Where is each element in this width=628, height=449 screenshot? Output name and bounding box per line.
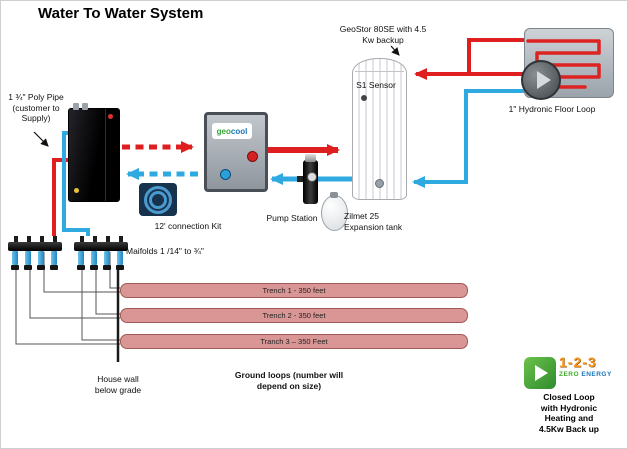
geocool-hot-port (247, 151, 258, 162)
manifold-stub (106, 236, 110, 243)
pump-station-device (297, 154, 325, 206)
heat-pump-indicator (74, 188, 79, 193)
heat-pump-fitting (73, 103, 79, 110)
manifold-bar (8, 242, 62, 251)
heat-pump-seam (105, 109, 106, 201)
trench-bar-3: Tranch 3 – 350 Feet (120, 334, 468, 349)
manifold-port (11, 251, 19, 270)
pump-impeller-triangle (536, 71, 551, 89)
heat-pump-led (108, 114, 113, 119)
trench-bar-2: Trench 2 - 350 feet (120, 308, 468, 323)
manifold-stub (119, 236, 123, 243)
manifold-port (37, 251, 45, 270)
logo-zero: ZERO (559, 371, 580, 378)
manifold-stub (93, 236, 97, 243)
trench-2-label: Trench 2 - 350 feet (262, 311, 326, 320)
trench-1-label: Trench 1 - 350 feet (262, 286, 326, 295)
manifold-stub (27, 236, 31, 243)
geocool-logo-geo: geo (216, 126, 231, 136)
connection-kit-image (139, 183, 177, 216)
manifold-port (77, 251, 85, 270)
logo-energy: ENERGY (581, 371, 612, 378)
expansion-tank-device (321, 192, 348, 231)
pump-station-body (303, 160, 318, 204)
manifold-port (116, 251, 124, 270)
manifold-2 (74, 236, 128, 272)
trench-bar-1: Trench 1 - 350 feet (120, 283, 468, 298)
logo-arrow-icon (535, 365, 548, 381)
polypipe-pointer-arrow (33, 131, 49, 147)
cold-pipe-heatpump-to-manifold (62, 131, 90, 236)
pump-station-label: Pump Station (266, 213, 318, 223)
manifold-stub (40, 236, 44, 243)
pipe-coil-icon (144, 185, 172, 214)
manifold-port (50, 251, 58, 270)
s1-sensor-label: S1 Sensor (356, 80, 396, 90)
manifold-port (90, 251, 98, 270)
ground-loop-line (95, 252, 120, 315)
heat-pump-fitting (82, 103, 88, 110)
ground-loops-label: Ground loops (number will depend on size… (234, 370, 344, 391)
logo-numbers: 1-2-3 (559, 354, 597, 370)
ground-loop-line (15, 252, 120, 345)
logo-subtitle: ZERO ENERGY (559, 371, 612, 378)
s1-sensor-dot (361, 95, 367, 101)
hot-pipe-serpentine-feed (467, 38, 530, 74)
manifold-stub (53, 236, 57, 243)
ground-loop-line (81, 252, 120, 341)
connection-kit-label: 12' connection Kit (154, 221, 222, 231)
expansion-tank-label: Zilmet 25 Expansion tank (344, 211, 403, 232)
water-tank (352, 58, 407, 200)
pump-station-dial (307, 172, 317, 182)
pump-station-cap (305, 154, 316, 162)
poly-pipe-label: 1 ¾" Poly Pipe (customer to Supply) (8, 92, 64, 124)
cold-pipe-floorloop-to-tank (412, 89, 524, 188)
geocool-cold-port (220, 169, 231, 180)
tank-valve (375, 179, 384, 188)
geocool-logo-cool: cool (230, 126, 248, 136)
house-wall-label: House wall below grade (94, 374, 142, 395)
manifold-stub (14, 236, 18, 243)
floor-loop-label: 1" Hydronic Floor Loop (508, 104, 596, 114)
geostor-label: GeoStor 80SE with 4.5 Kw backup (339, 24, 427, 45)
closed-loop-caption: Closed Loop with Hydronic Heating and 4.… (539, 392, 599, 434)
manifolds-label: Maifolds 1 /14" to ¾" (126, 246, 204, 256)
page-title: Water To Water System (38, 5, 204, 22)
manifold-port (103, 251, 111, 270)
circulator-pump-icon (521, 60, 561, 100)
trench-3-label: Tranch 3 – 350 Feet (260, 337, 328, 346)
manifold-1 (8, 236, 62, 272)
manifold-stub (80, 236, 84, 243)
geostor-pointer-arrow (390, 45, 400, 56)
expansion-tank-cap (330, 192, 338, 198)
ground-loop-line (29, 252, 120, 319)
ground-loop-line (109, 252, 120, 289)
zero-energy-logo-text: 1-2-3 ZERO ENERGY (559, 354, 612, 378)
heat-pump-unit (68, 103, 120, 202)
manifold-bar (74, 242, 128, 251)
manifold-port (24, 251, 32, 270)
zero-energy-logo-icon (524, 357, 556, 389)
pump-station-arm (297, 176, 304, 182)
